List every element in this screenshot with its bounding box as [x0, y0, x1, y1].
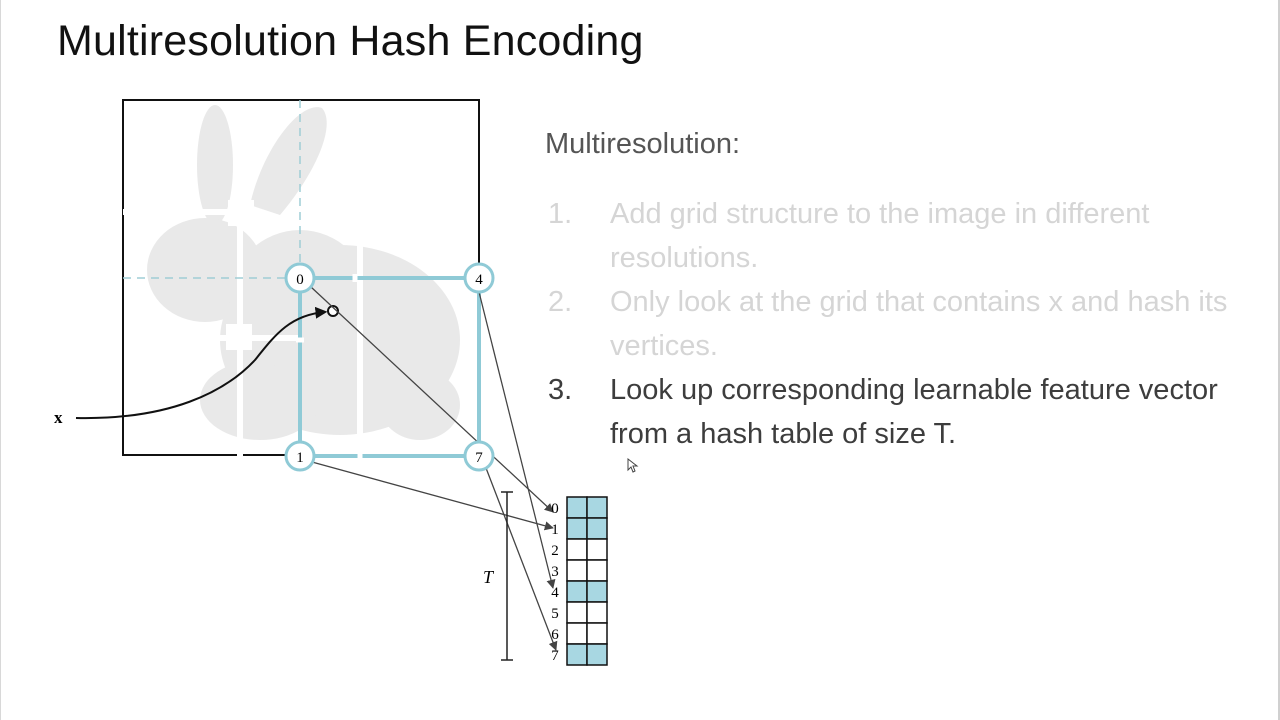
table-cell [586, 517, 608, 540]
input-arrow [75, 306, 328, 420]
hash-arrow-4 [478, 291, 556, 589]
step-2: 2. Only look at the grid that contains x… [548, 280, 1268, 368]
step-1-text: Add grid structure to the image in diffe… [610, 198, 1150, 274]
table-index-label: 1 [551, 522, 559, 538]
table-cell [586, 559, 608, 582]
table-cell [586, 601, 608, 624]
vertex-0-label: 0 [296, 272, 304, 288]
step-2-text: Only look at the grid that contains x an… [610, 286, 1228, 362]
fine-grid-cell [298, 276, 481, 458]
table-index-label: 5 [551, 606, 559, 622]
table-index-label: 7 [551, 648, 559, 664]
step-3-text: Look up corresponding learnable feature … [610, 374, 1218, 450]
table-cell [566, 517, 588, 540]
table-cell [566, 496, 588, 519]
vertex-7-label: 7 [475, 450, 483, 466]
panel-heading: Multiresolution: [545, 128, 741, 160]
table-cell [586, 622, 608, 645]
hash-arrow-1 [311, 461, 554, 531]
sample-point [327, 305, 339, 317]
frame-edge-left [0, 0, 1, 720]
table-cell [566, 538, 588, 561]
table-cell [586, 580, 608, 603]
slide-title: Multiresolution Hash Encoding [57, 17, 644, 65]
vertex-4: 4 [463, 262, 495, 294]
mouse-cursor-icon [627, 458, 639, 473]
table-cell [586, 538, 608, 561]
table-cell [566, 580, 588, 603]
vertex-1-label: 1 [296, 450, 304, 466]
vertex-1: 1 [284, 440, 316, 472]
table-index-label: 6 [551, 627, 559, 643]
table-cell [586, 496, 608, 519]
vertex-0: 0 [284, 262, 316, 294]
table-size-bracket [501, 491, 513, 661]
table-index-label: 2 [551, 543, 559, 559]
steps-list: 1. Add grid structure to the image in di… [548, 192, 1268, 456]
input-x-label: x [54, 408, 63, 427]
table-cell [586, 643, 608, 666]
step-3-number: 3. [548, 374, 573, 406]
table-size-label: T [483, 567, 495, 587]
fine-grid-gaps [296, 274, 363, 460]
table-cell [566, 622, 588, 645]
vertex-7: 7 [463, 440, 495, 472]
table-cell [566, 643, 588, 666]
step-1: 1. Add grid structure to the image in di… [548, 192, 1268, 280]
table-index-label: 4 [551, 585, 559, 601]
grid-squares [226, 200, 254, 350]
hash-table: 0 1 2 3 4 5 6 7 [551, 496, 608, 666]
frame-edge-right [1278, 0, 1280, 720]
table-cell [566, 559, 588, 582]
step-2-number: 2. [548, 286, 573, 318]
table-index-label: 0 [551, 501, 559, 517]
hash-arrows [310, 286, 558, 651]
table-index-label: 3 [551, 564, 559, 580]
step-3: 3. Look up corresponding learnable featu… [548, 368, 1268, 456]
hash-arrow-0 [310, 286, 554, 513]
table-cell [566, 601, 588, 624]
step-1-number: 1. [548, 198, 573, 230]
hash-arrow-7 [485, 467, 558, 651]
vertex-4-label: 4 [475, 272, 483, 288]
